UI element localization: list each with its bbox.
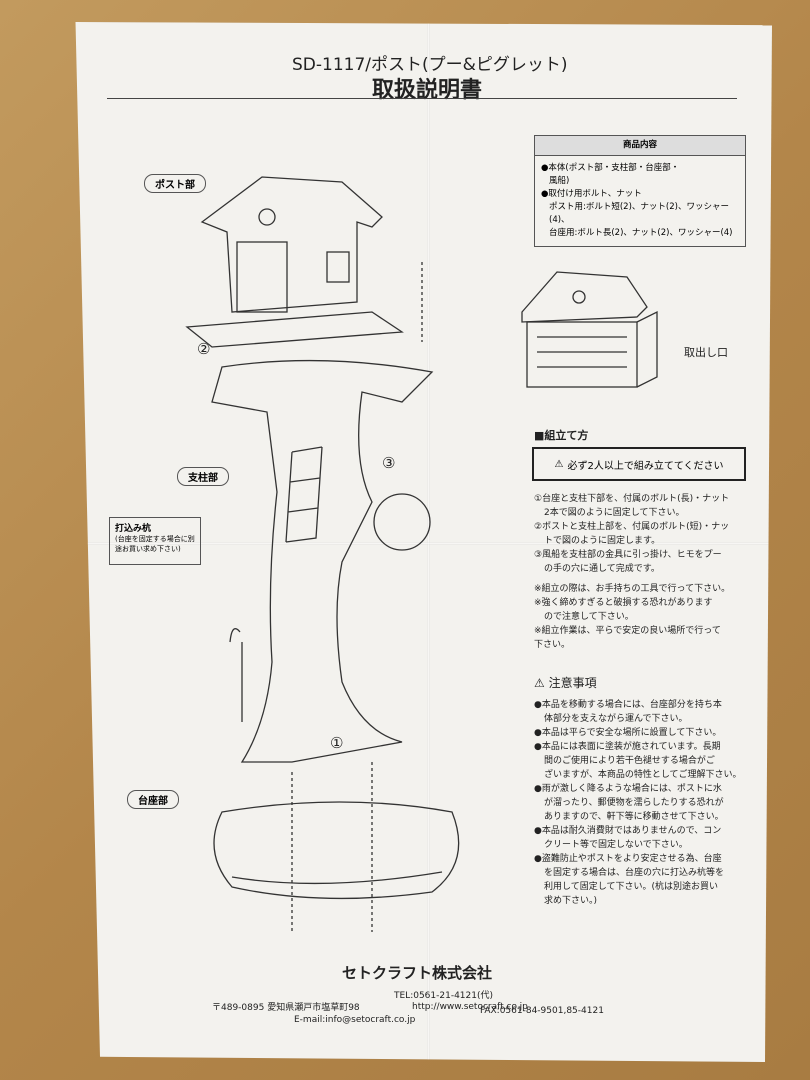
model-number: SD-1117/ポスト(プー&ピグレット) [292, 55, 568, 75]
caution-line: 求め下さい。) [544, 896, 598, 906]
divider [107, 98, 737, 99]
warning-triangle-icon: ⚠ [554, 458, 564, 470]
fold-line [75, 542, 772, 545]
label-base: 台座部 [127, 790, 179, 809]
warning-text: 必ず2人以上で組み立ててください [567, 460, 724, 472]
caution-line: ●本品を移動する場合には、台座部分を持ち本 [534, 700, 722, 710]
caution-line: を固定する場合は、台座の穴に打込み杭等を [544, 868, 725, 878]
step-line: の手の穴に通して完成です。 [544, 564, 660, 574]
contents-line: 台座用:ボルト長(2)、ナット(2)、ワッシャー(4) [549, 228, 733, 238]
document-title: 取扱説明書 [372, 78, 483, 103]
note-line: ※組立の際は、お手持ちの工具で行って下さい。 [534, 584, 731, 594]
company-name: セトクラフト株式会社 [342, 964, 493, 982]
caution-line: クリート等で固定しないで下さい。 [544, 840, 688, 850]
contents-box: 商品内容 ●本体(ポスト部・支柱部・台座部・ 風船) ●取付け用ボルト、ナット … [534, 135, 746, 247]
caution-line: 体部分を支えながら運んで下さい。 [544, 714, 688, 724]
warning-box: ⚠ 必ず2人以上で組み立ててください [532, 447, 746, 481]
warning-triangle-icon: ⚠ [534, 676, 545, 690]
step-line: ③風船を支柱部の金具に引っ掛け、ヒモをプー [534, 550, 722, 560]
caution-line: ●盗難防止やポストをより安定させる為、台座 [534, 854, 722, 864]
contents-heading: 商品内容 [535, 136, 745, 156]
company-fax: FAX:0561-84-9501,85-4121 [480, 1006, 604, 1016]
assembly-illustration [185, 176, 460, 932]
step-marker-3: ③ [382, 454, 396, 472]
company-url: http://www.setocraft.co.jp [412, 1002, 528, 1012]
caution-line: ありますので、軒下等に移動させて下さい。 [544, 812, 724, 822]
caution-line: ●本品は耐久消費財ではありませんので、コン [534, 826, 722, 836]
note-line: ※強く締めすぎると破損する恐れがあります [534, 598, 713, 608]
instruction-sheet: SD-1117/ポスト(プー&ピグレット) 取扱説明書 ポスト部 支柱部 台座部… [75, 22, 772, 1062]
step-line: ②ポストと支柱上部を、付属のボルト(短)・ナッ [534, 522, 730, 532]
caution-line: が溜ったり、郵便物を濡らしたりする恐れが [544, 798, 724, 808]
contents-line: ●本体(ポスト部・支柱部・台座部・ [541, 163, 680, 173]
caution-line: 間のご使用により若干色褪せする場合がご [544, 756, 715, 766]
mailbox-opening-illustration [521, 271, 658, 388]
contents-line: ●取付け用ボルト、ナット [541, 189, 642, 199]
company-email: E-mail:info@setocraft.co.jp [294, 1015, 416, 1025]
assembly-heading: ■組立て方 [534, 429, 589, 442]
label-opening: 取出し口 [684, 346, 728, 359]
caution-line: ざいますが、本商品の特性としてご理解下さい。 [544, 770, 742, 780]
caution-line: ●雨が激しく降るような場合には、ポストに水 [534, 784, 722, 794]
label-pillar: 支柱部 [177, 467, 229, 486]
contents-line: 風船) [549, 176, 570, 186]
cautions-list: ●本品を移動する場合には、台座部分を持ち本 体部分を支えながら運んで下さい。 ●… [534, 698, 742, 908]
cautions-heading-row: ⚠ 注意事項 [534, 674, 597, 691]
company-tel: TEL:0561-21-4121(代) [394, 991, 494, 1001]
step-marker-1: ① [330, 734, 344, 752]
cautions-heading: 注意事項 [548, 676, 597, 690]
note-line: 下さい。 [534, 640, 571, 650]
step-marker-2: ② [197, 340, 211, 358]
contents-line: ポスト用:ボルト短(2)、ナット(2)、ワッシャー(4)、 [549, 202, 729, 225]
assembly-steps: ①台座と支柱下部を、付属のボルト(長)・ナット 2本で図のように固定して下さい。… [534, 492, 730, 652]
step-line: ①台座と支柱下部を、付属のボルト(長)・ナット [534, 494, 730, 504]
caution-line: ●本品には表面に塗装が施されています。長期 [534, 742, 721, 752]
label-post: ポスト部 [144, 174, 206, 193]
note-line: ので注意して下さい。 [544, 612, 634, 622]
stake-title: 打込み杭 [115, 524, 152, 534]
stake-text: (台座を固定する場合に別途お買い求め下さい) [115, 535, 195, 553]
caution-line: 利用して固定して下さい。(杭は別途お買い [544, 882, 718, 892]
step-line: トで図のように固定します。 [544, 536, 661, 546]
caution-line: ●本品は平らで安全な場所に設置して下さい。 [534, 728, 722, 738]
note-line: ※組立作業は、平らで安定の良い場所で行って [534, 626, 721, 636]
company-address: 〒489-0895 愛知県瀬戸市塩草町98 [212, 1003, 360, 1013]
step-line: 2本で図のように固定して下さい。 [544, 508, 685, 518]
stake-note: 打込み杭 (台座を固定する場合に別途お買い求め下さい) [109, 517, 201, 565]
